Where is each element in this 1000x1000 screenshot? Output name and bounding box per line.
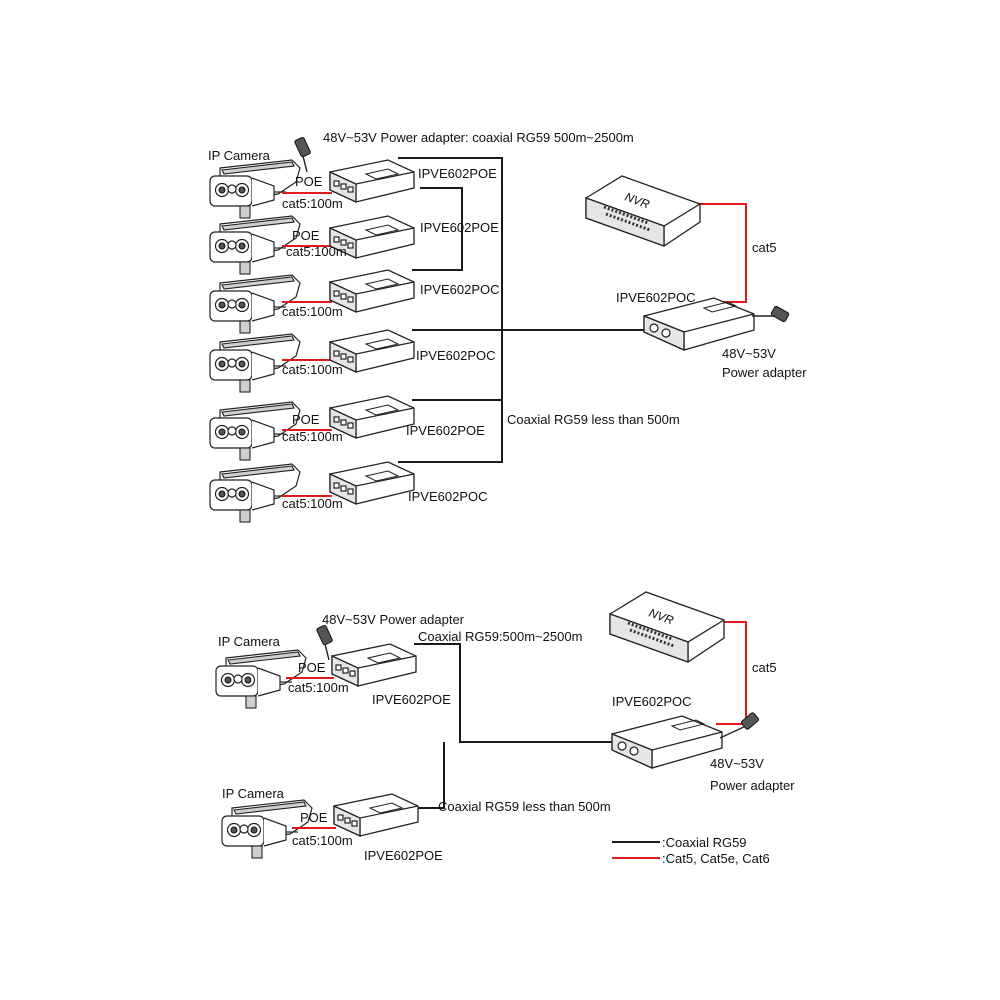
nvr-icon — [584, 174, 702, 248]
top-receiver-power-line2: Power adapter — [722, 365, 807, 380]
top-row-6: cat5:100m IPVE602POC — [209, 461, 488, 523]
bottom-camera-1: IP Camera POE cat5:100m IPVE602POE — [215, 634, 451, 709]
bottom-receiver-power-line2: Power adapter — [710, 778, 795, 793]
top-row-1: POE cat5:100m IPVE602POE — [209, 159, 497, 219]
top-power-adapter-label: 48V~53V Power adapter: coaxial RG59 500m… — [323, 130, 634, 145]
nvr-icon — [608, 590, 726, 664]
cat-label: cat5:100m — [288, 680, 349, 695]
cat-label: cat5:100m — [292, 833, 353, 848]
poe-label: POE — [300, 810, 328, 825]
bottom-power-adapter-icon — [315, 624, 334, 661]
bottom-receiver-label: IPVE602POC — [612, 694, 692, 709]
top-receiver-power-line1: 48V~53V — [722, 346, 776, 361]
ip-camera-label: IP Camera — [222, 786, 285, 801]
top-receiver-label: IPVE602POC — [616, 290, 696, 305]
bottom-nvr-cat-label: cat5 — [752, 660, 777, 675]
legend: :Coaxial RG59 :Cat5, Cat5e, Cat6 — [612, 835, 770, 866]
cat-label: cat5:100m — [282, 196, 343, 211]
top-ip-camera-label: IP Camera — [208, 148, 271, 163]
extender-label: IPVE602POE — [372, 692, 451, 707]
legend-cat-label: :Cat5, Cat5e, Cat6 — [662, 851, 770, 866]
bottom-coax-less-label: Coaxial RG59 less than 500m — [438, 799, 611, 814]
top-row-5: POE cat5:100m IPVE602POE — [209, 395, 485, 461]
cat-label: cat5:100m — [282, 429, 343, 444]
legend-coax-label: :Coaxial RG59 — [662, 835, 747, 850]
extender-label: IPVE602POE — [420, 220, 499, 235]
bottom-camera-2: IP Camera POE cat5:100m IPVE602POE — [221, 786, 443, 863]
receiver-power-adapter-icon — [740, 712, 760, 730]
receiver-icon — [611, 715, 723, 769]
poe-label: POE — [292, 228, 320, 243]
extender-label: IPVE602POE — [364, 848, 443, 863]
top-row-3: cat5:100m IPVE602POC — [209, 269, 500, 334]
poe-label: POE — [295, 174, 323, 189]
receiver-power-adapter-icon — [770, 305, 790, 323]
top-row-4: cat5:100m IPVE602POC — [209, 329, 496, 393]
cat-label: cat5:100m — [282, 304, 343, 319]
cat-label: cat5:100m — [282, 362, 343, 377]
ip-camera-label: IP Camera — [218, 634, 281, 649]
extender-label: IPVE602POE — [418, 166, 497, 181]
extender-icon — [333, 793, 419, 837]
bottom-diagram: 48V~53V Power adapter Coaxial RG59:500m~… — [215, 590, 795, 866]
cat-label: cat5:100m — [286, 244, 347, 259]
top-diagram: 48V~53V Power adapter: coaxial RG59 500m… — [208, 130, 807, 523]
top-coax-wiring — [398, 157, 660, 463]
top-coax-less-label: Coaxial RG59 less than 500m — [507, 412, 680, 427]
bottom-coax-long-label: Coaxial RG59:500m~2500m — [418, 629, 582, 644]
extender-label: IPVE602POC — [416, 348, 496, 363]
bottom-power-adapter-label: 48V~53V Power adapter — [322, 612, 465, 627]
extender-label: IPVE602POC — [420, 282, 500, 297]
ip-camera-icon — [209, 463, 301, 523]
top-nvr-cat-label: cat5 — [752, 240, 777, 255]
bottom-receiver-power-line1: 48V~53V — [710, 756, 764, 771]
poe-label: POE — [292, 412, 320, 427]
extender-label: IPVE602POC — [408, 489, 488, 504]
extender-label: IPVE602POE — [406, 423, 485, 438]
top-row-2: POE cat5:100m IPVE602POE — [209, 215, 499, 275]
cat-label: cat5:100m — [282, 496, 343, 511]
poe-label: POE — [298, 660, 326, 675]
receiver-icon — [643, 297, 755, 351]
